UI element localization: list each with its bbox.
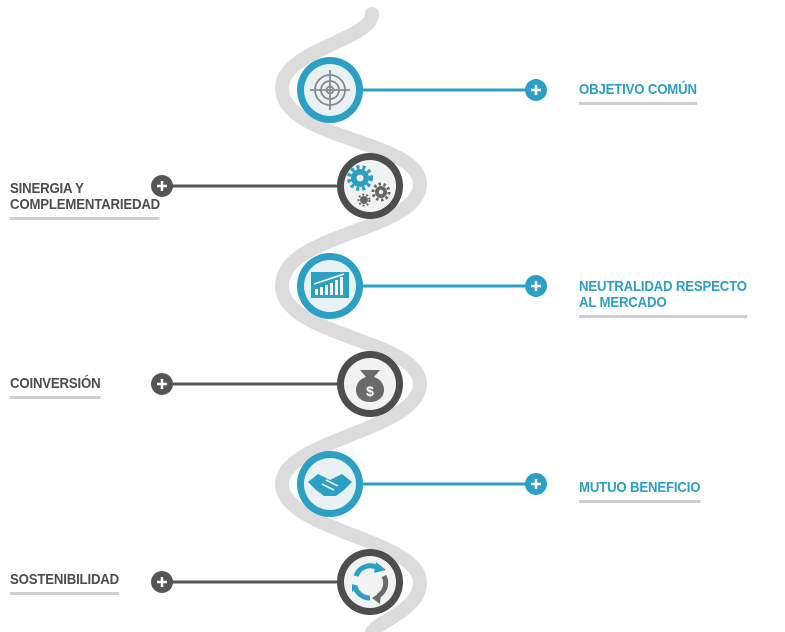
target-icon — [310, 70, 350, 110]
label-sinergia: SINERGIA Y COMPLEMENTARIEDAD — [10, 181, 160, 220]
label-mutuo-beneficio: MUTUO BENEFICIO — [579, 480, 700, 503]
cycle-arrows-icon — [352, 562, 389, 604]
node-coinversion: $ — [151, 351, 403, 417]
label-neutralidad: NEUTRALIDAD RESPECTO AL MERCADO — [579, 279, 747, 318]
label-coinversion: COINVERSIÓN — [10, 376, 101, 399]
bar-chart-icon — [311, 272, 349, 298]
node-objetivo-comun — [297, 57, 547, 123]
label-objetivo-comun: OBJETIVO COMÚN — [579, 82, 697, 105]
node-neutralidad — [297, 253, 547, 319]
gears-icon — [347, 165, 391, 207]
winding-path — [274, 7, 428, 632]
node-mutuo-beneficio — [297, 451, 547, 517]
label-sostenibilidad: SOSTENIBILIDAD — [10, 572, 119, 595]
money-bag-icon: $ — [355, 370, 385, 402]
handshake-icon — [308, 474, 352, 496]
node-sostenibilidad — [151, 549, 403, 615]
node-sinergia — [151, 153, 403, 219]
svg-text:$: $ — [366, 383, 374, 399]
